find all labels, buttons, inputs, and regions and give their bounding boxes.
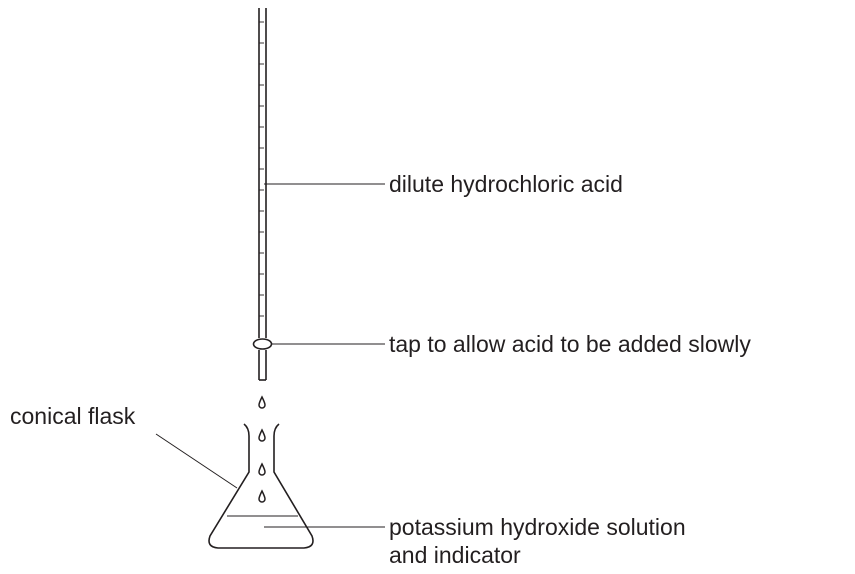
tap-label: tap to allow acid to be added slowly xyxy=(389,331,751,357)
flask-label: conical flask xyxy=(10,403,136,429)
conical-flask xyxy=(208,423,314,549)
acid-drops xyxy=(258,395,266,503)
acid-drop xyxy=(258,489,266,503)
leader-lines xyxy=(155,183,385,528)
tap xyxy=(252,338,273,350)
solution-label-line2: and indicator xyxy=(389,542,521,568)
acid-label: dilute hydrochloric acid xyxy=(389,171,623,197)
solution-label-line1: potassium hydroxide solution xyxy=(389,514,686,540)
flask-leader-line xyxy=(155,433,238,489)
acid-drop xyxy=(258,428,266,442)
burette-graduations xyxy=(259,21,264,317)
burette xyxy=(258,8,267,381)
acid-drop xyxy=(258,462,266,476)
acid-drop xyxy=(258,395,266,409)
